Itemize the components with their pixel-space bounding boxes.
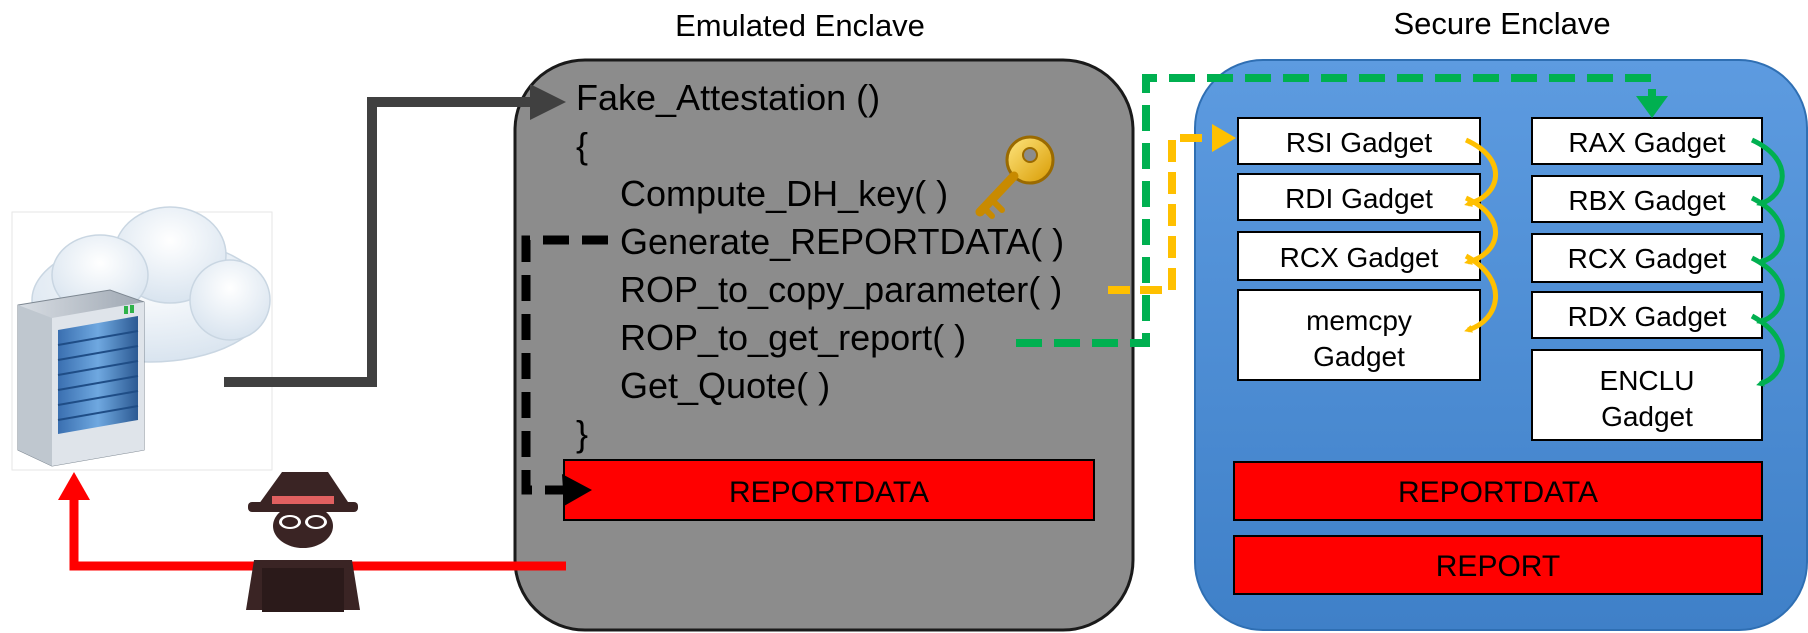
gadget-enclu	[1531, 349, 1763, 441]
gadget-rdx	[1531, 291, 1763, 339]
secure-reportdata-box	[1233, 461, 1763, 521]
gadget-rsi	[1237, 117, 1481, 165]
gadget-enclu-label-2: Gadget	[1601, 401, 1693, 432]
gadget-rsi-label: RSI Gadget	[1286, 127, 1433, 158]
code-line-generate-reportdata: Generate_REPORTDATA( )	[620, 221, 1064, 262]
fake-attestation-function: Fake_Attestation ()	[576, 77, 880, 118]
gadget-rax-label: RAX Gadget	[1568, 127, 1725, 158]
gadget-rax	[1531, 117, 1763, 165]
emulated-enclave-title: Emulated Enclave	[675, 8, 925, 43]
gadget-memcpy-label-1: memcpy	[1306, 305, 1412, 336]
gadget-rdi-label: RDI Gadget	[1285, 183, 1433, 214]
gadget-rcx-right-label: RCX Gadget	[1568, 243, 1727, 274]
code-line-get-quote: Get_Quote( )	[620, 365, 830, 406]
code-line-rop-get-report: ROP_to_get_report( )	[620, 317, 966, 358]
secure-enclave-title: Secure Enclave	[1393, 6, 1610, 41]
gadget-memcpy-label-2: Gadget	[1313, 341, 1405, 372]
gadget-rcx-right	[1531, 233, 1763, 283]
secure-report-box	[1233, 535, 1763, 595]
code-line-compute-dh-key: Compute_DH_key( )	[620, 173, 948, 214]
gadget-rdx-label: RDX Gadget	[1568, 301, 1727, 332]
left-gadget-column: RSI Gadget RDI Gadget RCX Gadget memcpy …	[1237, 117, 1481, 381]
green-gadget-chain-arrows	[1750, 137, 1785, 387]
generate-reportdata-arrow	[521, 235, 608, 506]
secure-report-label: REPORT	[1436, 550, 1560, 583]
response-to-server-arrow	[58, 472, 566, 571]
emulated-reportdata-box	[563, 459, 1095, 521]
get-report-arrow	[1016, 74, 1668, 347]
gadget-enclu-label-1: ENCLU	[1600, 365, 1695, 396]
gadget-memcpy	[1237, 289, 1481, 381]
yellow-gadget-chain-arrows	[1464, 137, 1499, 333]
open-brace: {	[576, 125, 588, 166]
gadget-rbx-label: RBX Gadget	[1568, 185, 1725, 216]
server-cloud-icon	[11, 206, 273, 471]
key-icon	[975, 135, 1055, 219]
hacker-icon	[246, 472, 360, 612]
secure-reportdata-label: REPORTDATA	[1398, 476, 1598, 509]
close-brace: }	[576, 413, 588, 454]
code-line-rop-copy-parameter: ROP_to_copy_parameter( )	[620, 269, 1062, 310]
copy-parameter-arrow	[1108, 124, 1236, 294]
emulated-reportdata-label: REPORTDATA	[729, 476, 929, 509]
gadget-rcx-left-label: RCX Gadget	[1280, 242, 1439, 273]
server-to-attestation-arrow	[224, 84, 566, 387]
gadget-rdi	[1237, 173, 1481, 221]
right-gadget-column: RAX Gadget RBX Gadget RCX Gadget RDX Gad…	[1531, 117, 1763, 441]
